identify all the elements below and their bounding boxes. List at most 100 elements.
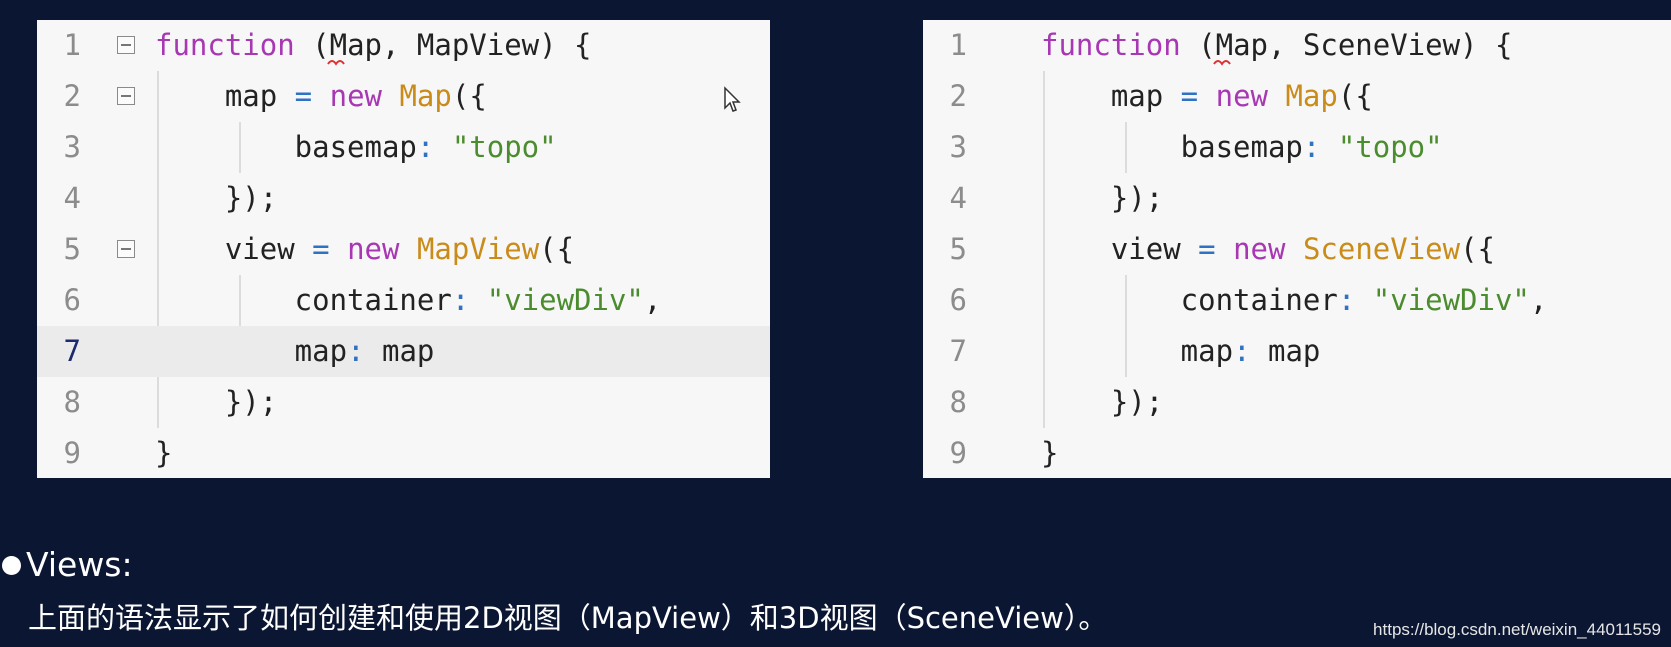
line-number: 4 — [63, 181, 81, 215]
indent-guide — [1043, 71, 1045, 428]
spellcheck-squiggle-icon — [1213, 60, 1231, 66]
line-number: 8 — [63, 385, 81, 419]
code-token: : — [1337, 283, 1373, 317]
line-number: 9 — [949, 436, 967, 470]
code-text: }); — [155, 377, 277, 428]
code-text: container: "viewDiv", — [155, 275, 662, 326]
line-number: 2 — [949, 79, 967, 113]
fold-minus-icon[interactable] — [117, 240, 135, 258]
code-text: } — [1041, 428, 1058, 478]
code-token: ({ — [539, 232, 575, 266]
code-text: basemap: "topo" — [1041, 122, 1443, 173]
code-token: : — [1233, 334, 1268, 368]
indent-guide — [239, 122, 241, 173]
code-token: = — [1163, 79, 1216, 113]
code-line[interactable]: 3 basemap: "topo" — [37, 122, 770, 173]
code-text: map = new Map({ — [1041, 71, 1373, 122]
code-token: , — [1529, 283, 1548, 317]
code-token: new — [1215, 79, 1268, 113]
line-number: 5 — [63, 232, 81, 266]
code-token — [399, 232, 416, 266]
code-token: ({ — [1460, 232, 1495, 266]
code-line[interactable]: 8 }); — [37, 377, 770, 428]
code-text: } — [155, 428, 172, 478]
code-token: } — [155, 436, 173, 470]
code-token: , — [643, 283, 662, 317]
code-token: new — [347, 232, 400, 266]
code-token: map — [381, 334, 435, 368]
indent-guide — [1125, 275, 1127, 377]
spellcheck-squiggle-icon — [327, 60, 345, 66]
code-line[interactable]: 3 basemap: "topo" — [923, 122, 1671, 173]
code-text: view = new MapView({ — [155, 224, 574, 275]
code-line[interactable]: 4 }); — [923, 173, 1671, 224]
code-line[interactable]: 2 map = new Map({ — [37, 71, 770, 122]
code-token: "viewDiv" — [1372, 283, 1530, 317]
line-number: 4 — [949, 181, 967, 215]
code-text: map: map — [155, 326, 435, 377]
line-number: 7 — [949, 334, 967, 368]
code-token: container — [155, 283, 452, 317]
code-token: view — [155, 232, 295, 266]
code-token: basemap — [1041, 130, 1303, 164]
code-line[interactable]: 7 map: map — [37, 326, 770, 377]
code-token: map — [1041, 334, 1234, 368]
line-number: 9 — [63, 436, 81, 470]
indent-guide — [157, 71, 159, 428]
code-line[interactable]: 5 view = new MapView({ — [37, 224, 770, 275]
code-token: : — [416, 130, 452, 164]
code-token: map — [1041, 79, 1164, 113]
code-token: : — [347, 334, 382, 368]
code-text: container: "viewDiv", — [1041, 275, 1548, 326]
code-token: container — [1041, 283, 1338, 317]
code-token: map — [1267, 334, 1321, 368]
code-token: function — [155, 28, 295, 62]
code-line[interactable]: 5 view = new SceneView({ — [923, 224, 1671, 275]
code-token: view — [1041, 232, 1181, 266]
watermark-url: https://blog.csdn.net/weixin_44011559 — [1373, 620, 1661, 639]
line-number: 3 — [63, 130, 81, 164]
code-line[interactable]: 8 }); — [923, 377, 1671, 428]
code-token: "topo" — [451, 130, 557, 164]
bullet-dot-icon — [2, 556, 21, 575]
code-token — [1268, 79, 1285, 113]
line-number: 1 — [949, 28, 967, 62]
code-token: map — [155, 334, 348, 368]
code-text: function (Map, SceneView) { — [1041, 20, 1512, 71]
fold-minus-icon[interactable] — [117, 87, 135, 105]
code-token: ({ — [1337, 79, 1373, 113]
code-line[interactable]: 6 container: "viewDiv", — [923, 275, 1671, 326]
code-token: } — [1041, 436, 1059, 470]
code-token: (Map, MapView) { — [294, 28, 592, 62]
code-token: "topo" — [1337, 130, 1443, 164]
fold-minus-icon[interactable] — [117, 36, 135, 54]
line-number: 2 — [63, 79, 81, 113]
code-line[interactable]: 9} — [37, 428, 770, 478]
code-token: "viewDiv" — [486, 283, 644, 317]
code-line[interactable]: 4 }); — [37, 173, 770, 224]
code-line[interactable]: 2 map = new Map({ — [923, 71, 1671, 122]
code-line[interactable]: 7 map: map — [923, 326, 1671, 377]
code-token — [382, 79, 399, 113]
code-text: basemap: "topo" — [155, 122, 557, 173]
code-token: new — [1233, 232, 1286, 266]
code-token: : — [1302, 130, 1338, 164]
views-description: 上面的语法显示了如何创建和使用2D视图（MapView）和3D视图（SceneV… — [28, 601, 1108, 635]
code-line[interactable]: 6 container: "viewDiv", — [37, 275, 770, 326]
code-token: Map — [399, 79, 452, 113]
code-text: }); — [1041, 173, 1163, 224]
code-token: Map — [1285, 79, 1338, 113]
code-token: : — [451, 283, 487, 317]
code-text: }); — [155, 173, 277, 224]
line-number: 5 — [949, 232, 967, 266]
code-token — [1285, 232, 1302, 266]
line-number: 7 — [63, 334, 81, 368]
code-line[interactable]: 1 function (Map, SceneView) { — [923, 20, 1671, 71]
code-line[interactable]: 9} — [923, 428, 1671, 478]
code-text: function (Map, MapView) { — [155, 20, 592, 71]
code-token: map — [155, 79, 278, 113]
code-text: map: map — [1041, 326, 1321, 377]
